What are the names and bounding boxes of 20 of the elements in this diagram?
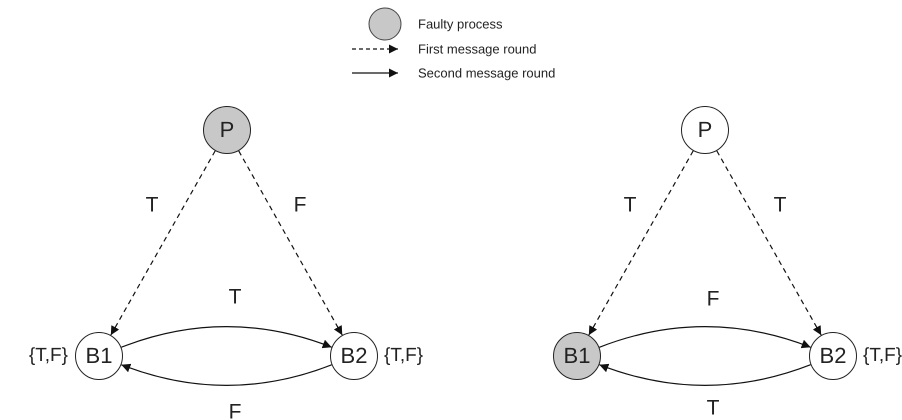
message-arrow <box>121 364 332 386</box>
legend-label: First message round <box>418 42 536 56</box>
message-arrow <box>110 150 216 336</box>
process-circle: B2 <box>809 332 857 380</box>
message-arrow <box>599 364 811 386</box>
process-circle: B1 <box>553 332 601 380</box>
value-set-label: {T,F} <box>384 345 424 367</box>
message-arrow <box>599 326 811 348</box>
message-arrow <box>238 150 343 336</box>
value-set-label: {T,F} <box>28 345 68 367</box>
process-circle: B2 <box>330 332 378 380</box>
legend-label: Second message round <box>418 66 556 80</box>
process-circle: P <box>203 106 251 154</box>
message-arrow <box>588 150 694 336</box>
message-arrow <box>716 150 822 336</box>
message-arrow <box>121 326 332 348</box>
value-set-label: {T,F} <box>863 345 902 367</box>
process-circle: B1 <box>75 332 123 380</box>
process-circle: P <box>681 106 729 154</box>
legend-label: Faulty process <box>418 16 503 32</box>
